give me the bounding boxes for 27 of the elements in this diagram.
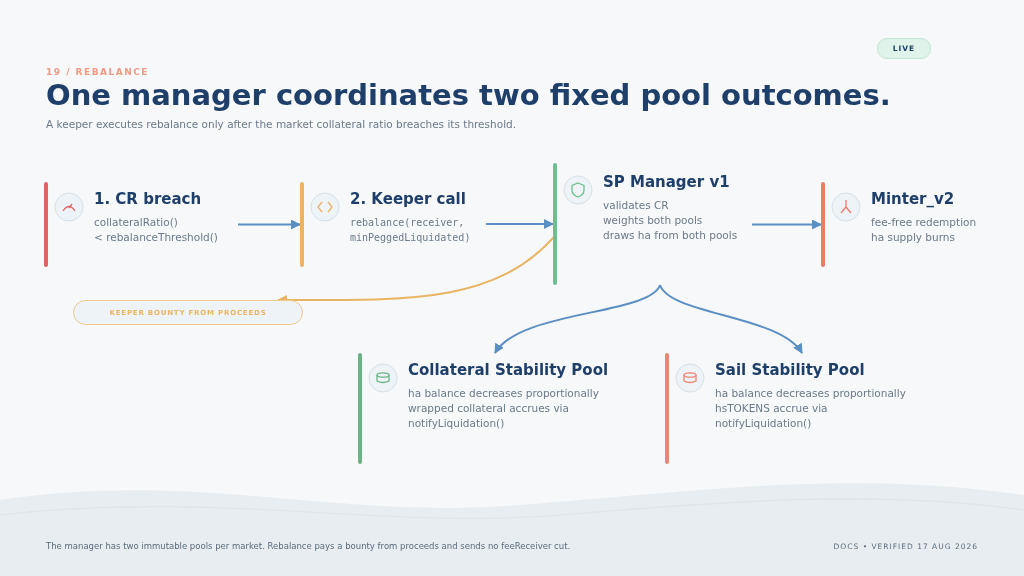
arrow [659,284,803,354]
node-description: collateralRatio() [94,215,179,230]
arrow [751,219,822,230]
node-description: fee-free redemption [871,215,978,230]
node-description: validates CR [603,198,670,213]
arrow [494,284,661,354]
node-title: SP Manager v1 [603,173,731,191]
node-title: 1. CR breach [94,190,203,208]
node-description: < rebalanceThreshold() [94,230,219,245]
node-title: Minter_v2 [871,190,956,208]
node-description: hsTOKENS accrue via notifyLiquidation() [715,401,829,431]
subtitle: A keeper executes rebalance only after the market collateral ratio breaches its threshold. [46,118,517,130]
node-description: ha balance decreases proportionally [408,386,600,401]
arrow [485,219,554,229]
arrow [237,219,301,230]
footer-note: The manager has two immutable pools per market. Rebalance pays a bounty from proceeds and sends no feeReceiver cut. [46,541,571,551]
node-title: Sail Stability Pool [715,361,866,379]
node-description: ha balance decreases proportionally [715,386,907,401]
node-description: draws ha from both pools [603,228,739,243]
node-description: weights both pools [603,213,704,228]
node-description: rebalance(receiver, minPeggedLiquidated) [350,216,472,245]
section-label: 19 / REBALANCE [46,67,149,77]
node-description: wrapped collateral accrues via notifyLiquidation() [408,401,570,431]
slide-title: One manager coordinates two fixed pool outcomes. [46,78,891,112]
node-title: Collateral Stability Pool [408,361,610,379]
node-title: 2. Keeper call [350,190,467,208]
node-description: ha supply burns [871,230,956,245]
